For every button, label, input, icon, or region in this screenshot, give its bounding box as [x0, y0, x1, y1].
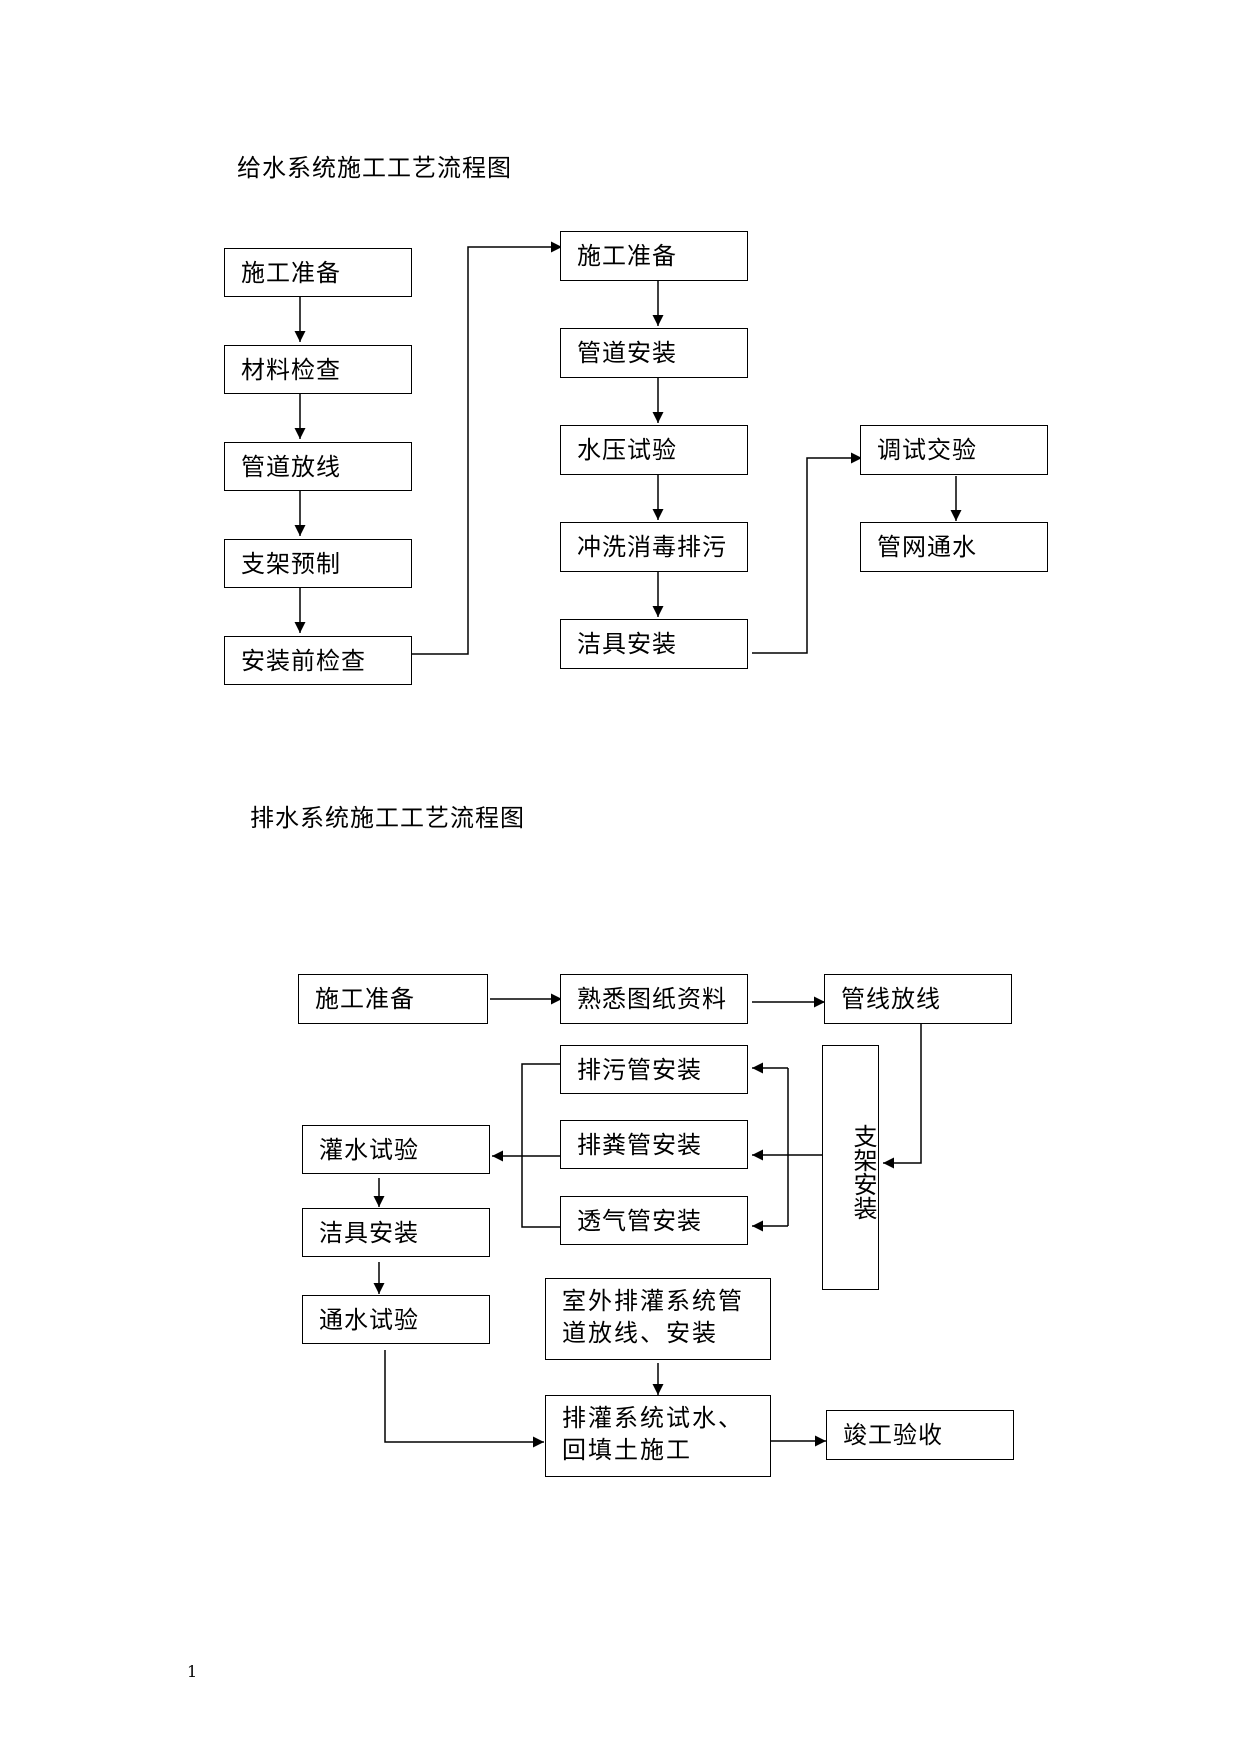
- dr-step-sewage-pipe: 排污管安装: [560, 1045, 748, 1094]
- ws-step-commission: 调试交验: [860, 425, 1048, 475]
- dr-step-vent-pipe: 透气管安装: [560, 1196, 748, 1245]
- ws-step-fixture-install: 洁具安装: [560, 619, 748, 669]
- dr-step-fill-test: 灌水试验: [302, 1125, 490, 1174]
- dr-step-waste-pipe: 排粪管安装: [560, 1120, 748, 1169]
- ws-step-prep-2: 施工准备: [560, 231, 748, 281]
- arrow-dr-flow-system: [384, 1350, 544, 1448]
- dr-step-flow-test: 通水试验: [302, 1295, 490, 1344]
- arrow-ws-left-to-middle: [412, 241, 562, 655]
- ws-step-flush-disinfect: 冲洗消毒排污: [560, 522, 748, 572]
- dr-step-acceptance: 竣工验收: [826, 1410, 1014, 1460]
- dr-step-prep: 施工准备: [298, 974, 488, 1024]
- ws-step-pressure-test: 水压试验: [560, 425, 748, 475]
- dr-step-system-test: 排灌系统试水、回填土施工: [545, 1395, 771, 1477]
- dr-step-drawings: 熟悉图纸资料: [560, 974, 748, 1024]
- dr-step-layout: 管线放线: [824, 974, 1012, 1024]
- ws-step-material-check: 材料检查: [224, 345, 412, 394]
- dr-step-outdoor-layout: 室外排灌系统管道放线、安装: [545, 1278, 771, 1360]
- ws-step-preinstall-check: 安装前检查: [224, 636, 412, 685]
- ws-step-prep: 施工准备: [224, 248, 412, 297]
- ws-step-pipe-layout: 管道放线: [224, 442, 412, 491]
- ws-step-pipe-install: 管道安装: [560, 328, 748, 378]
- drainage-title: 排水系统施工工艺流程图: [250, 804, 525, 832]
- page-number: 1: [187, 1662, 198, 1681]
- line-dr-left-bracket: [521, 1063, 562, 1228]
- water-supply-title: 给水系统施工工艺流程图: [237, 154, 512, 182]
- arrow-ws-mid-to-right: [752, 452, 862, 654]
- dr-step-fixture-install: 洁具安装: [302, 1208, 490, 1257]
- dr-step-support: 支架安装: [822, 1045, 879, 1290]
- ws-step-network-flow: 管网通水: [860, 522, 1048, 572]
- arrow-dr-layout-support: [883, 1024, 922, 1169]
- ws-step-support-prefab: 支架预制: [224, 539, 412, 588]
